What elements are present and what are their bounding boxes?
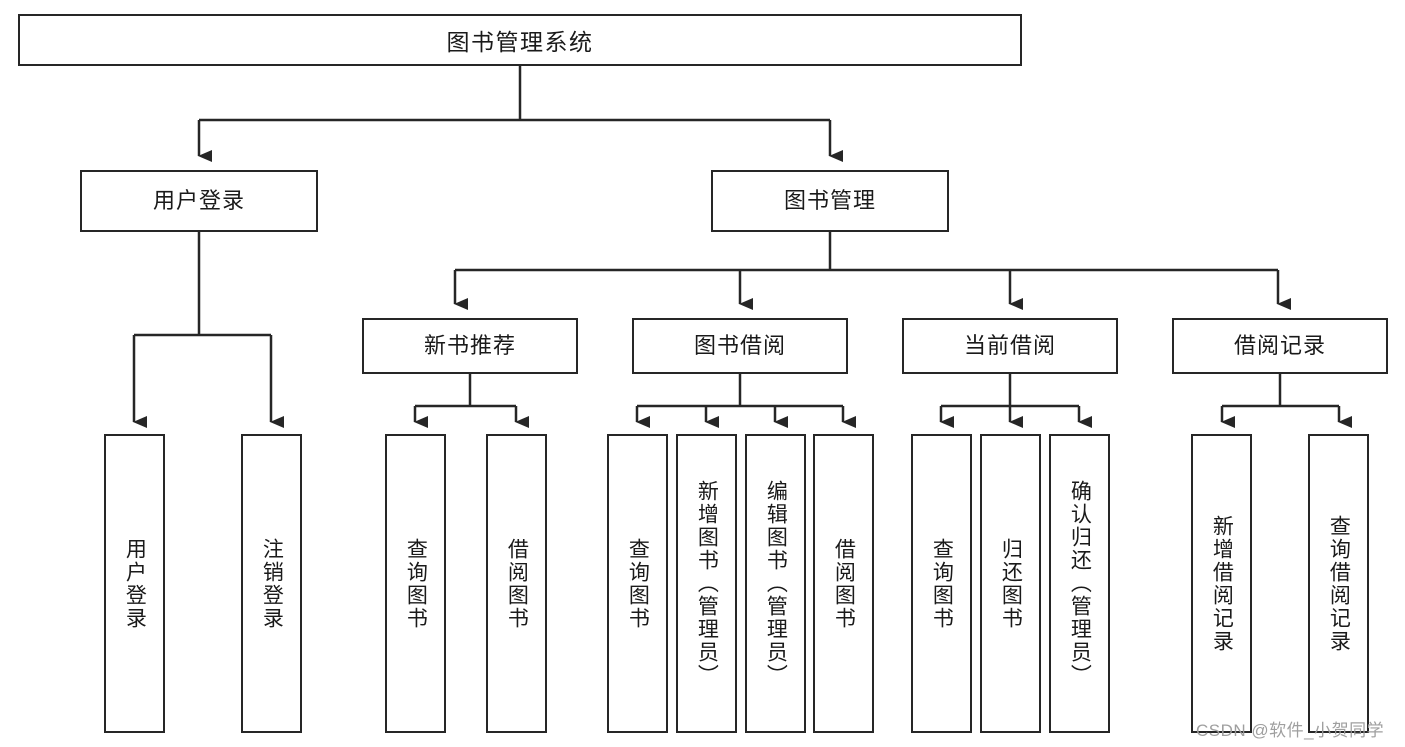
node-borrow-record-label: 借阅记录 [1233,332,1326,358]
leaf-query-record[interactable]: 查询借阅记录 [1308,434,1369,733]
node-new-book-rec-label: 新书推荐 [423,332,516,358]
leaf-query-book-3[interactable]: 查询图书 [911,434,972,733]
leaf-borrow-book-2-label: 借阅图书 [832,537,856,630]
node-root-system[interactable]: 图书管理系统 [18,14,1022,66]
node-user-login[interactable]: 用户登录 [80,170,318,232]
leaf-borrow-book-2[interactable]: 借阅图书 [813,434,874,733]
leaf-confirm-return[interactable]: 确认归还（管理员） [1049,434,1110,733]
leaf-borrow-book-1-label: 借阅图书 [505,537,529,630]
node-current-borrow-label: 当前借阅 [963,332,1056,358]
node-root-label: 图书管理系统 [446,29,594,55]
leaf-confirm-return-label: 确认归还（管理员） [1068,480,1092,687]
csdn-watermark: CSDN @软件_小贺同学 [1196,721,1385,740]
node-user-login-label: 用户登录 [152,187,245,213]
leaf-return-book-label: 归还图书 [999,537,1023,630]
node-book-manage-label: 图书管理 [783,187,876,213]
node-new-book-rec[interactable]: 新书推荐 [362,318,578,374]
leaf-return-book[interactable]: 归还图书 [980,434,1041,733]
leaf-query-book-2[interactable]: 查询图书 [607,434,668,733]
node-book-borrow[interactable]: 图书借阅 [632,318,848,374]
leaf-query-book-3-label: 查询图书 [930,537,954,630]
leaf-query-book-1[interactable]: 查询图书 [385,434,446,733]
node-book-manage[interactable]: 图书管理 [711,170,949,232]
node-book-borrow-label: 图书借阅 [693,332,786,358]
leaf-user-logout-label: 注销登录 [260,537,284,630]
leaf-user-logout[interactable]: 注销登录 [241,434,302,733]
node-borrow-record[interactable]: 借阅记录 [1172,318,1388,374]
leaf-user-login[interactable]: 用户登录 [104,434,165,733]
leaf-borrow-book-1[interactable]: 借阅图书 [486,434,547,733]
leaf-add-book[interactable]: 新增图书（管理员） [676,434,737,733]
leaf-edit-book[interactable]: 编辑图书（管理员） [745,434,806,733]
leaf-query-book-2-label: 查询图书 [626,537,650,630]
node-current-borrow[interactable]: 当前借阅 [902,318,1118,374]
leaf-query-record-label: 查询借阅记录 [1327,514,1351,653]
leaf-add-record[interactable]: 新增借阅记录 [1191,434,1252,733]
leaf-add-record-label: 新增借阅记录 [1210,514,1234,653]
leaf-edit-book-label: 编辑图书（管理员） [764,480,788,687]
leaf-user-login-label: 用户登录 [123,537,147,630]
leaf-query-book-1-label: 查询图书 [404,537,428,630]
leaf-add-book-label: 新增图书（管理员） [695,480,719,687]
